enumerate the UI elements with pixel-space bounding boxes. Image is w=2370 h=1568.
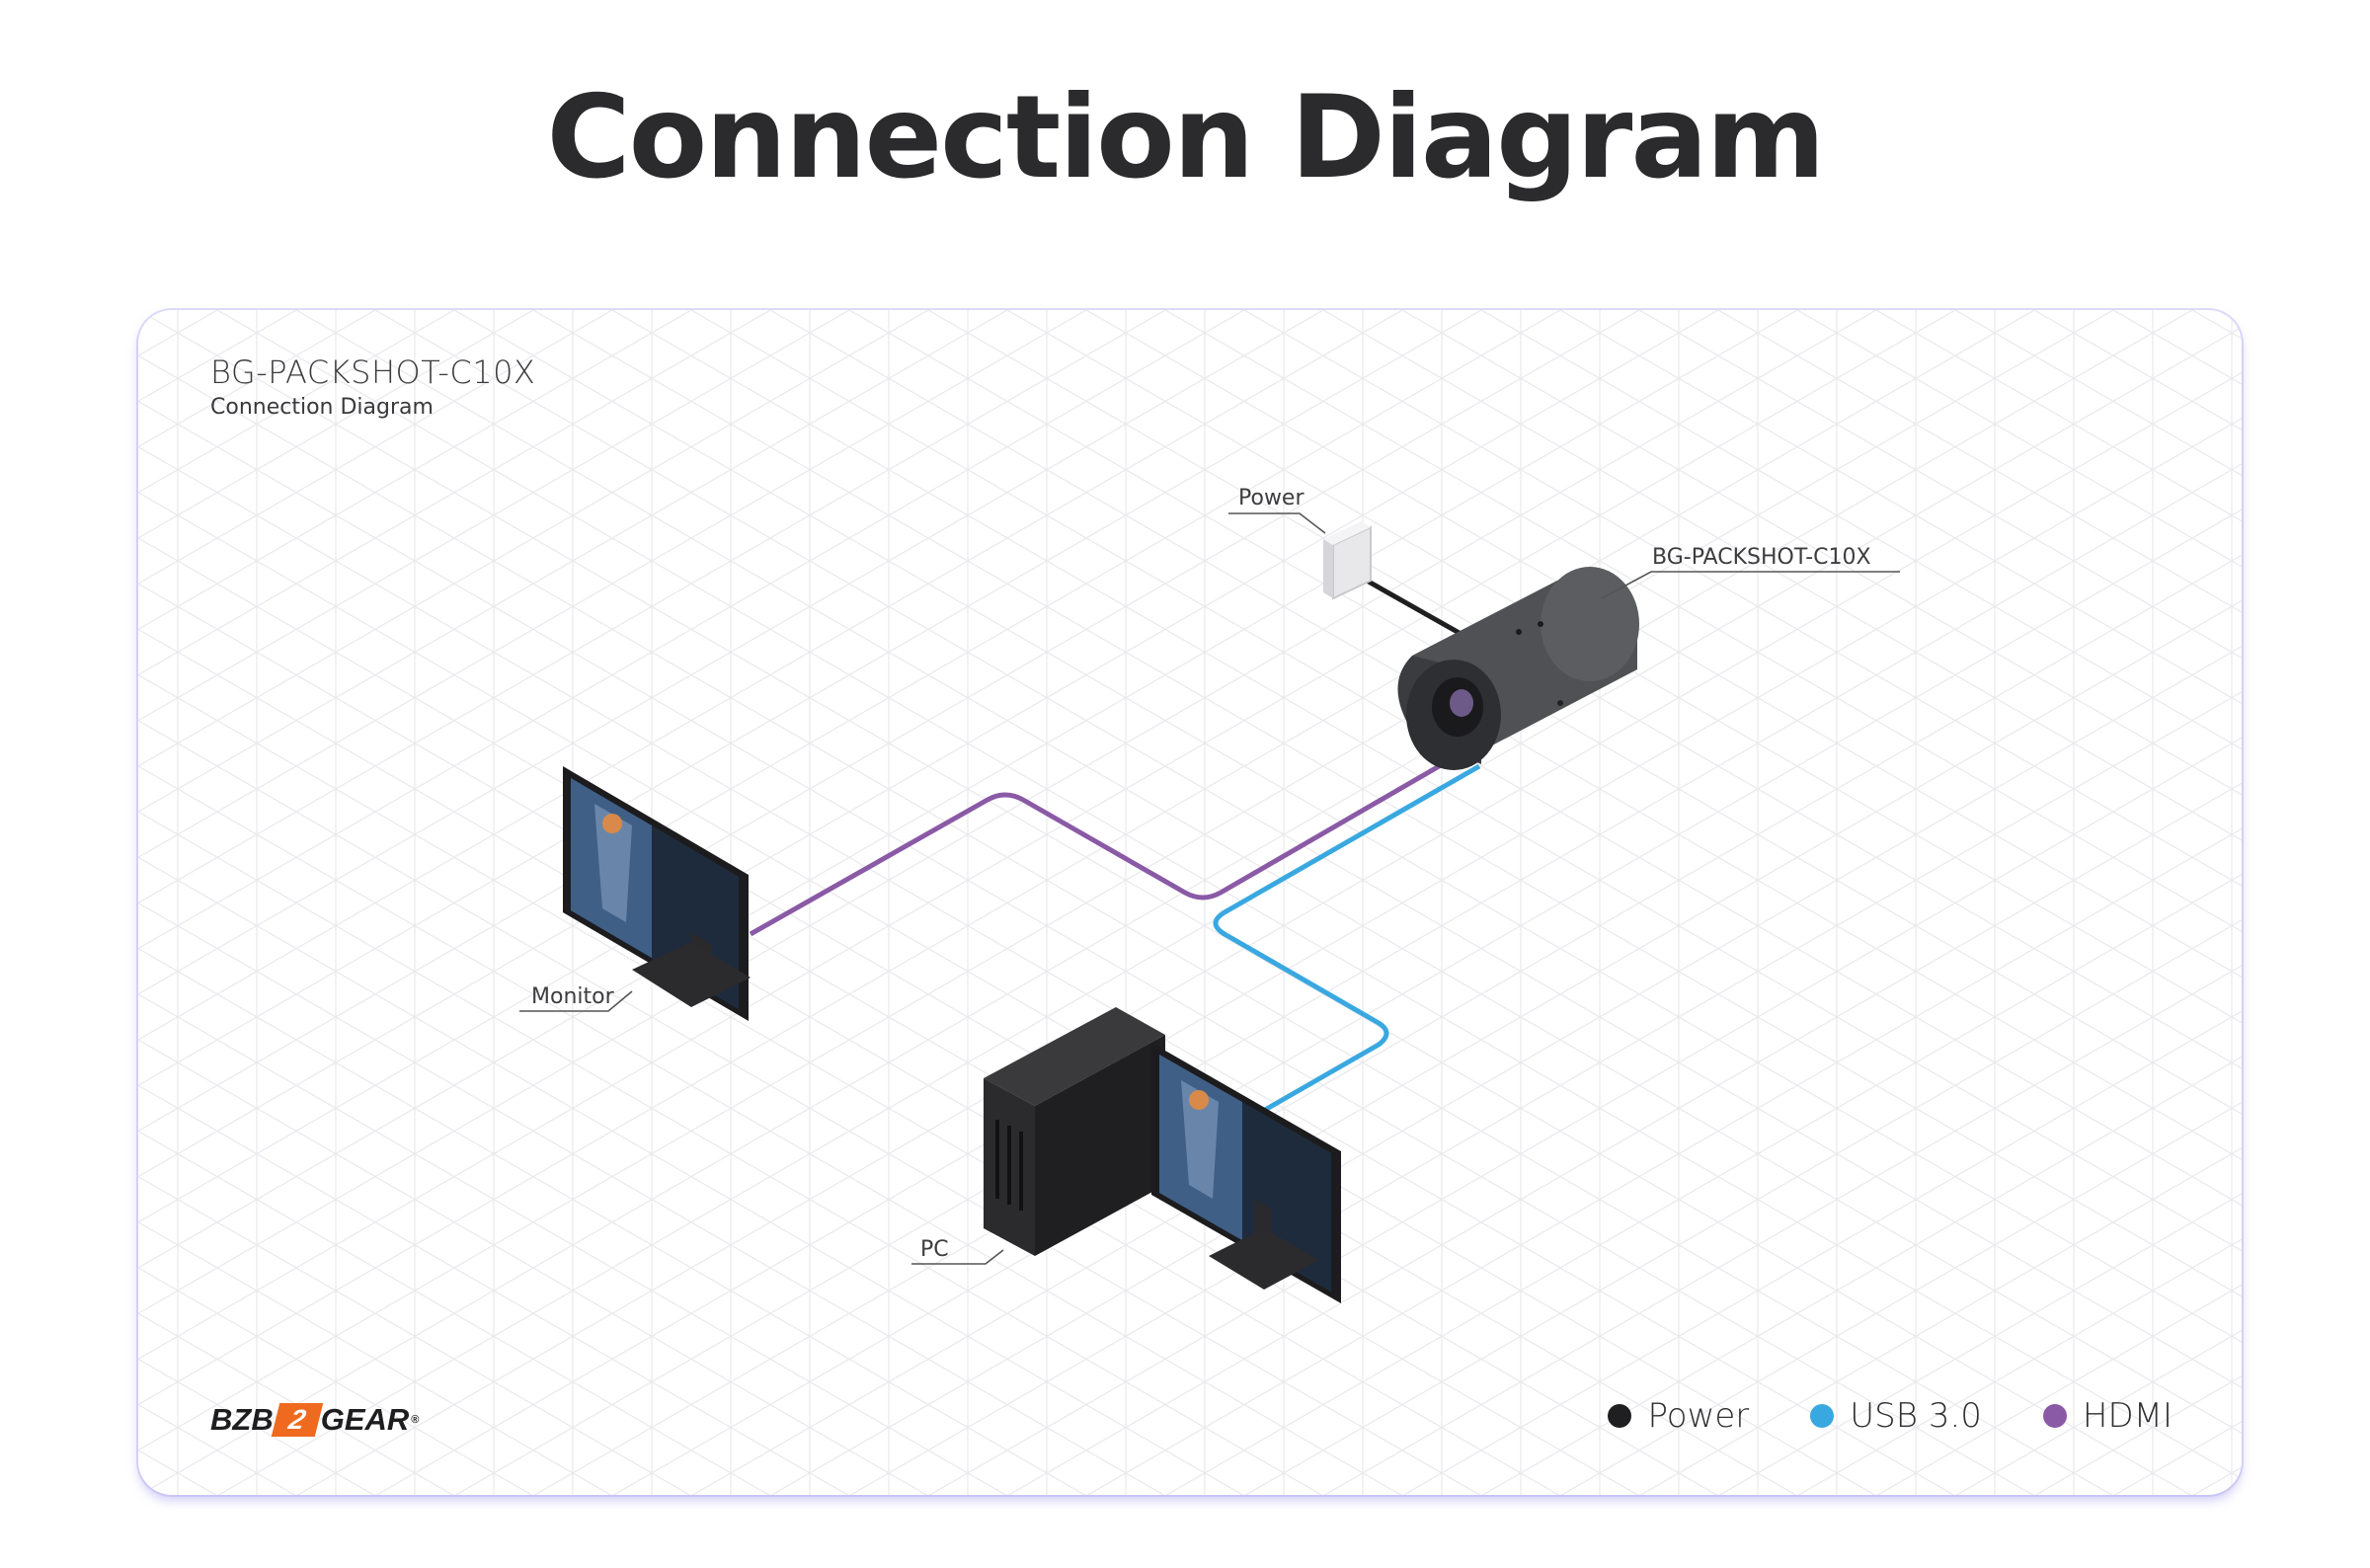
legend-item-hdmi: HDMI: [2042, 1396, 2172, 1436]
power-dot-icon: [1608, 1404, 1632, 1428]
pc-label: PC: [920, 1237, 949, 1262]
power-leader: [1228, 512, 1326, 534]
legend: Power USB 3.0 HDMI: [1608, 1396, 2172, 1436]
power-cable: [1365, 578, 1473, 643]
usb-cable: [1213, 763, 1481, 1117]
pc-leader: [911, 1249, 1004, 1265]
wall-outlet-icon: [1323, 521, 1372, 600]
card-subtitle: Connection Diagram: [210, 395, 434, 420]
connection-diagram: [519, 512, 1900, 1303]
legend-label: HDMI: [2082, 1396, 2172, 1436]
legend-item-power: Power: [1608, 1396, 1749, 1436]
pc-monitor-icon: [1151, 1043, 1341, 1303]
monitor-icon: [563, 766, 750, 1021]
power-label: Power: [1238, 486, 1304, 510]
hdmi-dot-icon: [2042, 1404, 2067, 1428]
card-title: BG-PACKSHOT-C10X: [210, 353, 536, 391]
camera-icon: [1397, 567, 1639, 770]
monitor-label: Monitor: [531, 984, 614, 1009]
hdmi-cable: [749, 751, 1462, 937]
monitor-leader: [519, 990, 633, 1012]
legend-label: Power: [1647, 1396, 1750, 1436]
legend-label: USB 3.0: [1850, 1396, 1982, 1436]
camera-leader: [1601, 571, 1900, 599]
camera-label: BG-PACKSHOT-C10X: [1652, 545, 1871, 570]
page-title: Connection Diagram: [546, 71, 1825, 204]
diagram-card: BG-PACKSHOT-C10X Connection Diagram: [138, 310, 2242, 1495]
isometric-grid: [138, 310, 2242, 1495]
legend-item-usb: USB 3.0: [1810, 1396, 1982, 1436]
usb-dot-icon: [1810, 1404, 1835, 1428]
pc-tower-icon: [984, 1007, 1165, 1256]
